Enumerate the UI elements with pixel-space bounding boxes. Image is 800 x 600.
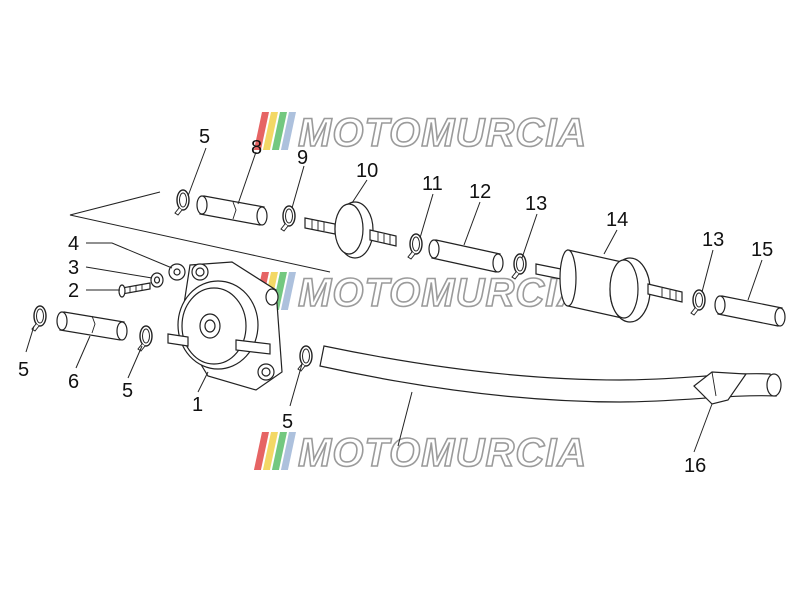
leader-12 bbox=[463, 201, 481, 246]
leader-13-left bbox=[521, 213, 538, 259]
part-number-12: 12 bbox=[469, 181, 491, 203]
leader-3 bbox=[85, 266, 153, 279]
part-number-5-upper: 5 bbox=[199, 126, 210, 148]
leader-9 bbox=[291, 165, 305, 209]
part-number-2: 2 bbox=[68, 280, 79, 302]
leader-6 bbox=[75, 335, 91, 369]
part-number-1: 1 bbox=[192, 394, 203, 416]
part-number-9: 9 bbox=[297, 147, 308, 169]
clamp-part-5-upper bbox=[174, 189, 190, 216]
part-number-16: 16 bbox=[684, 455, 706, 477]
leader-16-hose bbox=[397, 391, 413, 447]
watermark-text: MOTOMURCIA bbox=[298, 271, 587, 315]
part-number-8: 8 bbox=[251, 137, 262, 159]
clamp-part-5-pump-outlet bbox=[297, 345, 313, 372]
part-number-3: 3 bbox=[68, 257, 79, 279]
washer-part-3 bbox=[150, 272, 164, 288]
clamp-part-13-right bbox=[690, 289, 706, 316]
watermark-bottom: MOTOMURCIA bbox=[253, 430, 587, 476]
leader-13-right bbox=[701, 249, 714, 293]
leader-10 bbox=[351, 179, 368, 204]
part-number-6: 6 bbox=[68, 371, 79, 393]
part-number-13-left: 13 bbox=[525, 193, 547, 215]
clamp-part-9 bbox=[280, 205, 296, 232]
screw-part-2 bbox=[118, 282, 151, 298]
part-number-5-mid: 5 bbox=[122, 380, 133, 402]
leader-8 bbox=[237, 151, 257, 205]
hose-part-16 bbox=[319, 345, 782, 405]
leader-1 bbox=[197, 371, 209, 393]
watermark-text: MOTOMURCIA bbox=[298, 431, 587, 475]
part-number-5-lower: 5 bbox=[282, 411, 293, 433]
part-number-15: 15 bbox=[751, 239, 773, 261]
hose-part-6 bbox=[56, 311, 128, 341]
fuel-filter-part-14 bbox=[535, 249, 683, 323]
part-number-5-left: 5 bbox=[18, 359, 29, 381]
clamp-part-5-pump-inlet bbox=[137, 325, 153, 352]
leader-14 bbox=[603, 229, 618, 255]
part-number-11: 11 bbox=[422, 173, 443, 195]
hose-part-15 bbox=[714, 295, 786, 327]
part-number-10: 10 bbox=[356, 160, 378, 182]
leader-11 bbox=[419, 193, 434, 239]
hose-part-8 bbox=[196, 195, 268, 226]
leader-15 bbox=[747, 259, 763, 301]
watermark-middle: MOTOMURCIA bbox=[253, 270, 587, 316]
fuel-pump-part-1 bbox=[167, 261, 283, 391]
watermark-top: MOTOMURCIA bbox=[253, 110, 587, 156]
leader-5-left bbox=[25, 325, 35, 353]
washer-part-4 bbox=[168, 263, 186, 281]
part-number-14: 14 bbox=[606, 209, 628, 231]
fuel-filter-part-10 bbox=[304, 201, 397, 259]
leader-5-mid bbox=[127, 345, 143, 379]
part-number-4: 4 bbox=[68, 233, 79, 255]
leader-4 bbox=[86, 242, 173, 269]
group-reference-line bbox=[69, 191, 331, 273]
leader-5-upper bbox=[187, 147, 207, 197]
leader-5-lower bbox=[289, 363, 303, 407]
hose-part-12 bbox=[428, 239, 504, 273]
watermark-text: MOTOMURCIA bbox=[298, 111, 587, 155]
part-number-13-right: 13 bbox=[702, 229, 724, 251]
leader-16 bbox=[693, 403, 713, 453]
